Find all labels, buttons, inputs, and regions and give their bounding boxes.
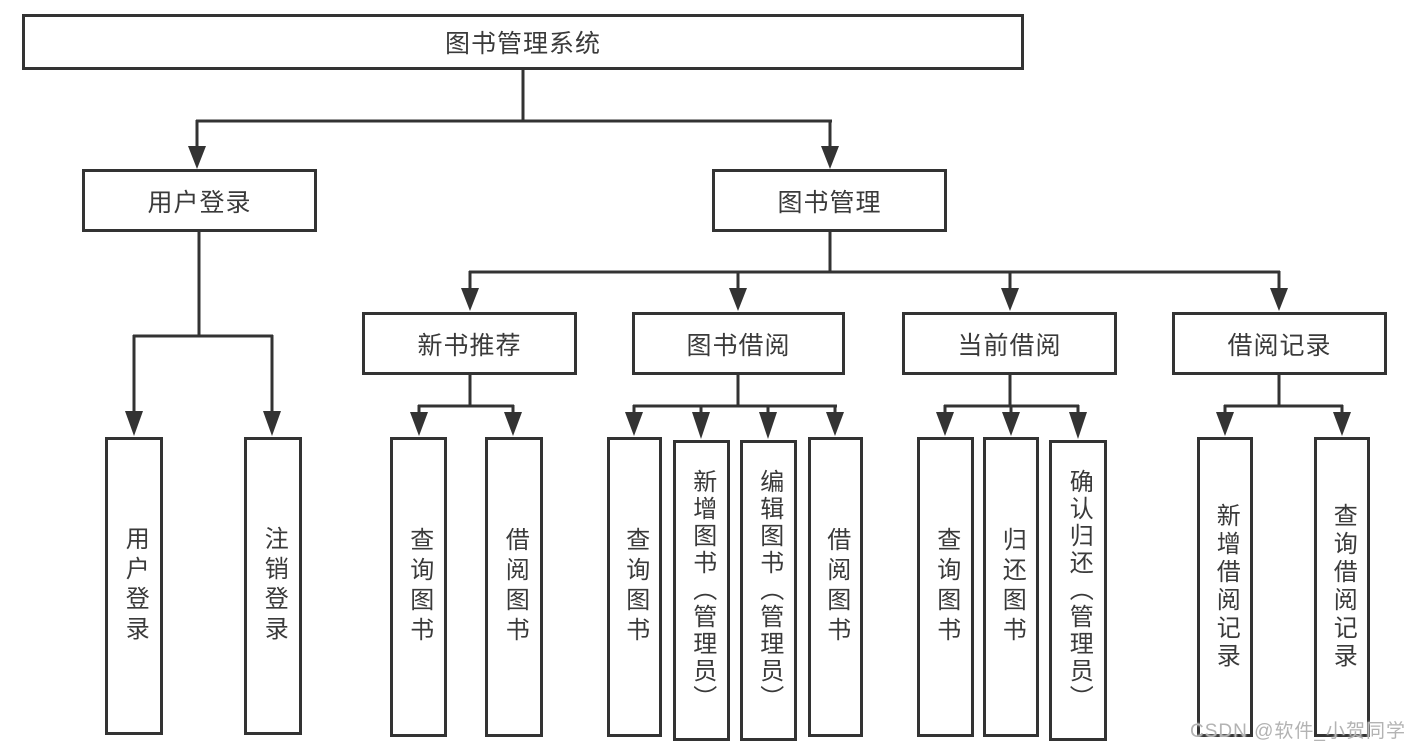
leaf-records-query-record: 查询借阅记录 bbox=[1314, 437, 1370, 737]
node-book-management: 图书管理 bbox=[712, 169, 947, 232]
edge-user-login-to-leaves bbox=[125, 232, 281, 436]
node-current-borrow: 当前借阅 bbox=[902, 312, 1117, 375]
edge-root-to-level2 bbox=[188, 69, 839, 169]
node-new-book-recommend: 新书推荐 bbox=[362, 312, 577, 375]
watermark: CSDN @软件_小贺同学 bbox=[1190, 721, 1405, 742]
leaf-borrow-add-books-admin: 新增图书（管理员） bbox=[673, 440, 730, 741]
node-user-login: 用户登录 bbox=[82, 169, 317, 232]
node-root: 图书管理系统 bbox=[22, 14, 1024, 70]
leaf-current-confirm-return-admin: 确认归还（管理员） bbox=[1049, 440, 1107, 741]
leaf-recommend-borrow-books: 借阅图书 bbox=[485, 437, 543, 737]
leaf-recommend-query-books: 查询图书 bbox=[390, 437, 447, 737]
leaf-current-return-books: 归还图书 bbox=[983, 437, 1039, 737]
leaf-current-query-books: 查询图书 bbox=[917, 437, 974, 737]
edge-recommend-to-leaves bbox=[410, 375, 522, 436]
edge-records-to-leaves bbox=[1216, 375, 1351, 436]
leaf-records-add-record: 新增借阅记录 bbox=[1197, 437, 1253, 737]
leaf-borrow-edit-books-admin: 编辑图书（管理员） bbox=[740, 440, 797, 741]
leaf-borrow-query-books: 查询图书 bbox=[607, 437, 662, 737]
leaf-borrow-borrow-books: 借阅图书 bbox=[808, 437, 863, 737]
edge-book-management-to-level3 bbox=[461, 232, 1288, 311]
edge-borrow-to-leaves bbox=[625, 375, 844, 439]
node-book-borrow: 图书借阅 bbox=[632, 312, 845, 375]
leaf-logout: 注销登录 bbox=[244, 437, 302, 735]
node-borrow-records: 借阅记录 bbox=[1172, 312, 1387, 375]
edge-current-to-leaves bbox=[936, 375, 1087, 439]
leaf-user-login: 用户登录 bbox=[105, 437, 163, 735]
